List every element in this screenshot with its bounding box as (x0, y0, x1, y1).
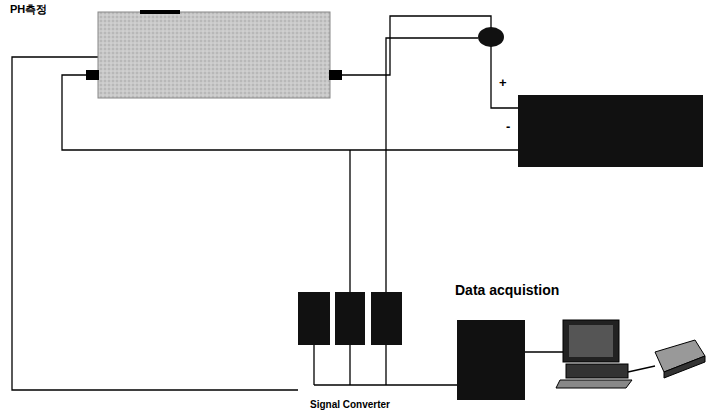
power-supply (518, 95, 703, 167)
outlet-cap (329, 70, 342, 80)
inlet-cap (86, 70, 99, 80)
screen (569, 325, 613, 357)
group-label: Signal Converter (310, 399, 390, 410)
converter-output (349, 345, 350, 385)
computer-base (566, 364, 628, 378)
signal-converter (371, 292, 402, 345)
printer-cable (628, 366, 655, 372)
signal-converter (298, 292, 330, 345)
converter-output (385, 345, 386, 385)
computer (556, 320, 632, 388)
current-wire (349, 150, 350, 292)
pump (478, 27, 504, 47)
signal-converter (335, 292, 365, 345)
pc-cable (525, 351, 563, 352)
polarity-plus: + (499, 76, 507, 90)
measurement-label: PH측정 (10, 3, 47, 15)
box-heading: Data acquistion (455, 282, 563, 298)
ph-probe-port (140, 10, 180, 14)
printer (655, 340, 705, 378)
monitor (563, 320, 619, 362)
converter-output (313, 345, 314, 385)
polarity-minus: - (506, 120, 510, 134)
printer-front (664, 356, 705, 378)
wires (12, 12, 655, 390)
cell-body (98, 12, 330, 98)
keyboard (556, 380, 632, 388)
box-body (457, 320, 525, 400)
outlet-wire (342, 16, 491, 75)
daq-bus (314, 384, 457, 385)
plus-wire (491, 46, 518, 108)
pump-wire (386, 38, 478, 292)
data-acquisition: Data acquistion (455, 282, 563, 400)
